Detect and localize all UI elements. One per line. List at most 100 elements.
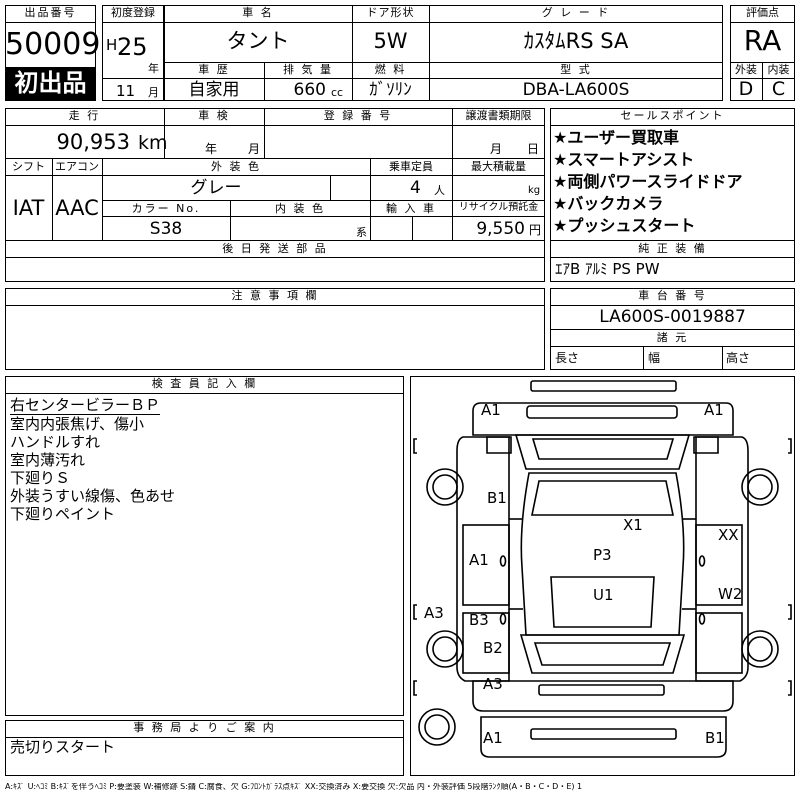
office-box [5,720,404,776]
exterior-label: 外装 [735,63,757,76]
inspector-line: 右センタービラーＢＰ [10,396,161,415]
mark-rear-left: A3 [483,675,503,693]
grade: ｶｽﾀﾑRS SA [523,29,629,53]
recycle: 9,550 [476,219,525,239]
reg-month: 11 [116,82,136,100]
office-text: 売切りスタート [10,738,116,756]
doors: 5W [373,29,408,53]
sales-points-box [550,108,795,282]
sales-point-item: ★プッシュスタート [553,216,696,235]
mark-door-front-left: A1 [469,551,489,569]
score: RA [743,24,782,57]
length-label: 長さ [555,351,580,365]
inspector-line: 室内薄汚れ [10,451,86,469]
sales-point-item: ★バックカメラ [553,194,664,213]
notes-box [5,288,545,370]
ac: AAC [55,196,99,220]
equipment-label: 純 正 装 備 [638,242,707,255]
reg-year: 25 [117,33,148,61]
mark-roof: X1 [623,516,643,534]
model-label: 型 式 [560,63,592,76]
mark-rear-bottom-right: B1 [705,729,725,747]
inspection-month-unit: 月 [248,142,261,156]
reg-year-unit: 年 [148,62,159,75]
shift: IAT [12,196,45,220]
mark-rear-bottom-left: A1 [483,729,503,747]
ac-label: エアコン [55,160,99,173]
later-parts-label: 後 日 発 送 部 品 [222,242,328,255]
load-label: 最大積載量 [471,160,526,173]
history-label: 車 歴 [198,63,230,76]
sales-point-item: ★ユーザー買取車 [553,128,680,147]
equipment-value: ｴｱB ｱﾙﾐ PS PW [555,260,660,278]
inspector-line: 下廻りＳ [10,469,71,487]
details-box [5,108,545,282]
capacity: 4 [410,178,421,198]
recycle-unit: 円 [529,223,542,237]
capacity-label: 乗車定員 [389,160,433,173]
inspector-label: 検 査 員 記 入 欄 [151,377,258,390]
mark-front-right: A1 [704,401,724,419]
color-no: S38 [149,219,183,239]
width-label: 幅 [648,351,661,365]
plate-label: 登 録 番 号 [323,109,393,122]
fuel: ｶﾞｿﾘﾝ [369,80,412,100]
first-reg-label: 初度登録 [111,6,155,19]
model-code: DBA-LA600S [522,80,630,100]
shift-label: シフト [12,160,45,173]
chassis-number: LA600S-0019887 [599,307,746,327]
history: 自家用 [188,80,240,100]
inspector-box [5,376,404,716]
mark-door-front-right: XX [718,526,739,544]
color-no-label: カラー No. [131,202,201,215]
inspection-year-unit: 年 [205,142,218,156]
mileage: 90,953 [56,130,130,154]
office-label: 事 務 局 よ り ご 案 内 [133,721,276,734]
grade-label: グ レ ー ド [541,6,611,19]
transfer-label: 譲渡書類期限 [465,109,532,122]
mark-interior-front: P3 [593,546,612,564]
lot-label: 出品番号 [24,6,77,19]
int-color-label: 内 装 色 [275,202,325,215]
mark-quarter-left: B2 [483,639,503,657]
legend-footer: A:ｷｽﾞ U:ﾍｺﾐ B:ｷｽﾞを伴うﾍｺﾐ P:要塗装 W:補修跡 S:錆 … [5,783,583,791]
interior-grade: C [771,78,786,100]
mark-front-left: A1 [481,401,501,419]
chassis-label: 車 台 番 号 [638,289,707,302]
reg-month-unit: 月 [148,86,159,99]
score-label: 評価点 [746,6,779,19]
sales-point-item: ★両側パワースライドドア [553,172,743,191]
inspector-line: 下廻りペイント [10,505,116,523]
spec-label: 諸 元 [656,331,689,344]
inspection-label: 車 検 [198,109,230,122]
mileage-label: 走 行 [68,109,101,122]
interior-label: 内装 [767,63,790,76]
import-label: 輸 入 車 [386,202,436,215]
recycle-label: リサイクル預託金 [458,202,539,213]
door-label: ドア形状 [366,6,415,19]
int-color-unit: 系 [356,226,367,239]
exterior-grade: D [738,78,754,100]
vehicle-info-box [164,5,723,101]
notes-label: 注 意 事 項 欄 [231,289,319,302]
sales-points-label: セールスポイント [620,109,725,122]
displacement-unit: cc [331,86,344,99]
lot-number: 50009 [5,27,101,62]
mark-door-rear-right: W2 [718,585,743,603]
height-label: 高さ [726,351,751,365]
capacity-unit: 人 [434,184,445,197]
displacement: 660 [293,80,326,100]
displacement-label: 排 気 量 [283,63,333,76]
transfer-month-unit: 月 [490,142,503,156]
inspector-line: ハンドルすれ [10,433,101,451]
era-symbol: H [106,36,118,54]
mark-interior-rear: U1 [593,586,614,604]
mark-fender-left: B1 [487,489,507,507]
inspector-notes: 右センタービラーＢＰ 室内内張焦げ、傷小 ハンドルすれ 室内薄汚れ 下廻りＳ 外… [10,396,400,523]
ext-color-label: 外 装 色 [211,160,261,173]
first-listing-text: 初出品 [14,69,87,97]
fuel-label: 燃 料 [374,63,407,76]
mark-rocker-left: A3 [424,604,444,622]
car-name: タント [226,29,290,53]
sales-point-item: ★スマートアシスト [553,150,695,169]
